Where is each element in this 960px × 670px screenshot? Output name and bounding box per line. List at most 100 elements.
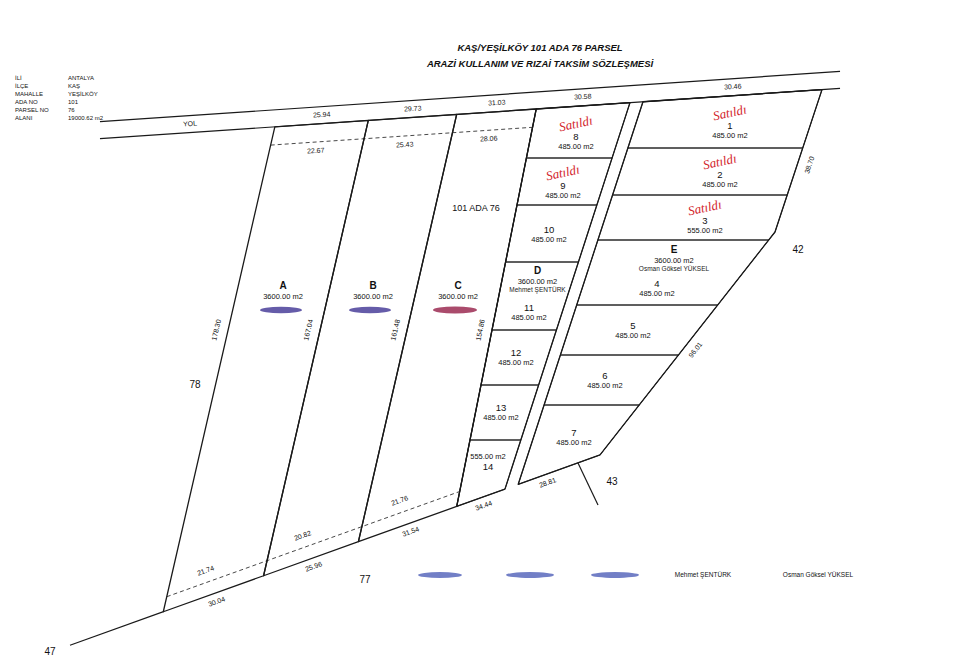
setback-line — [167, 492, 460, 597]
dimension: 38.70 — [803, 155, 816, 174]
neighbor-parcel: 78 — [189, 379, 200, 391]
area-value: 3600.00 m2 — [639, 256, 709, 265]
boundary-line — [577, 240, 769, 305]
boundary-line — [518, 405, 639, 484]
parcel-outline — [542, 353, 681, 407]
boundary-line — [506, 205, 597, 262]
lot: 13485.00 m2 — [468, 383, 541, 442]
area-value: 555.00 m2 — [687, 226, 722, 235]
lot-number: 4 — [639, 278, 674, 289]
text-stack: 10485.00 m2 — [531, 224, 566, 244]
lot-number: 2 — [702, 169, 737, 180]
lot: Satıldı9485.00 m2 — [515, 156, 615, 207]
info-key: PARSEL NO — [15, 107, 49, 114]
signature-name: Mehmet ŞENTÜRK — [675, 571, 731, 578]
info-value: ANTALYA — [68, 75, 94, 82]
dimension: 29.73 — [403, 104, 421, 113]
dimension: 21.74 — [196, 564, 215, 577]
text-stack: 12485.00 m2 — [498, 347, 533, 367]
neighbor-parcel: 47 — [44, 646, 55, 658]
text-stack: 13485.00 m2 — [483, 402, 518, 422]
road-name: YOL — [183, 120, 198, 129]
boundary-line — [470, 385, 539, 440]
neighbor-parcel: 43 — [606, 476, 617, 488]
boundary-line — [544, 355, 678, 405]
text-stack: Satıldı9485.00 m2 — [545, 165, 580, 200]
area-value: 485.00 m2 — [556, 438, 591, 447]
text-stack: 7485.00 m2 — [556, 427, 591, 447]
area-value: 485.00 m2 — [639, 289, 674, 298]
lot: 7485.00 m2 — [516, 403, 642, 487]
boundary-line — [628, 90, 822, 148]
boundary-line — [163, 120, 368, 611]
map-title: KAŞ/YEŞİLKÖY 101 ADA 76 PARSEL — [457, 43, 622, 54]
lot-number: 5 — [615, 320, 650, 331]
area-value: 555.00 m2 — [470, 452, 505, 461]
area-value: 485.00 m2 — [558, 142, 593, 151]
lot: Satıldı8485.00 m2 — [524, 100, 632, 160]
parcel-letter: D — [509, 265, 565, 277]
lot-number: 14 — [470, 461, 505, 472]
parcel-outline — [261, 112, 459, 578]
scribble — [349, 307, 391, 313]
area-value: 3600.00 m2 — [438, 292, 478, 301]
parcel-letter: A — [263, 280, 303, 292]
area-value: 485.00 m2 — [545, 191, 580, 200]
boundary-line — [492, 262, 578, 330]
parcel: C3600.00 m2 — [356, 107, 539, 544]
dimension: 161.48 — [390, 319, 403, 342]
dimension: 31.03 — [487, 99, 505, 108]
info-key: İLİ — [15, 75, 22, 82]
lot-number: 3 — [687, 215, 722, 226]
info-key: ADA NO — [15, 99, 38, 106]
parcel-outline — [356, 107, 539, 544]
neighbor-parcel: 42 — [792, 244, 803, 256]
dimension: 34.44 — [474, 500, 493, 513]
area-value: 485.00 m2 — [511, 313, 546, 322]
signature-name: Osman Göksel YÜKSEL — [783, 571, 853, 578]
boundary-line — [560, 305, 717, 355]
text-stack: 11485.00 m2 — [511, 302, 546, 322]
dimension: 28.81 — [538, 476, 557, 489]
text-stack: Satıldı8485.00 m2 — [558, 116, 593, 151]
text-stack: 4485.00 m2 — [639, 278, 674, 298]
info-value: 19000.62 m2 — [68, 115, 103, 122]
text-stack: B3600.00 m2 — [353, 280, 393, 301]
parcel-letter: C — [438, 280, 478, 292]
owner-name: Osman Göksel YÜKSEL — [639, 265, 709, 273]
dimension: 31.54 — [401, 526, 420, 539]
boundary-line — [264, 114, 457, 575]
dimension: 154.86 — [475, 319, 487, 342]
boundary-line — [481, 330, 556, 385]
lot-number: 12 — [498, 347, 533, 358]
parcel: D3600.00 m2Mehmet ŞENTÜRK Satıldı8485.00 … — [454, 100, 632, 509]
area-value: 3600.00 m2 — [353, 292, 393, 301]
lot-number: 10 — [531, 224, 566, 235]
info-key: İLÇE — [15, 83, 28, 90]
lot-number: 13 — [483, 402, 518, 413]
text-stack: C3600.00 m2 — [438, 280, 478, 301]
area-value: 485.00 m2 — [712, 131, 747, 140]
block-label: 101 ADA 76 — [452, 203, 500, 213]
info-value: 101 — [68, 99, 78, 106]
dimension: 96.01 — [687, 340, 704, 359]
area-value: 3600.00 m2 — [509, 277, 565, 286]
parcel-outline — [161, 118, 371, 614]
owner-name: Mehmet ŞENTÜRK — [509, 286, 565, 294]
redaction-scribbles — [260, 307, 639, 578]
lot: 6485.00 m2 — [542, 353, 681, 407]
scribble — [433, 307, 477, 314]
text-stack: Satıldı3555.00 m2 — [687, 200, 722, 235]
text-stack: A3600.00 m2 — [263, 280, 303, 301]
lot: 12485.00 m2 — [479, 328, 559, 387]
parcel: A3600.00 m2 — [161, 118, 371, 614]
text-stack: 6485.00 m2 — [587, 370, 622, 390]
boundary-line — [518, 90, 822, 485]
scribble — [260, 307, 302, 313]
text-stack: E3600.00 m2Osman Göksel YÜKSEL — [639, 244, 709, 273]
text-stack: D3600.00 m2Mehmet ŞENTÜRK — [509, 265, 565, 294]
lot-number: 1 — [712, 120, 747, 131]
parcel: B3600.00 m2 — [261, 112, 459, 578]
area-value: 485.00 m2 — [531, 235, 566, 244]
info-value: KAŞ — [68, 83, 80, 90]
